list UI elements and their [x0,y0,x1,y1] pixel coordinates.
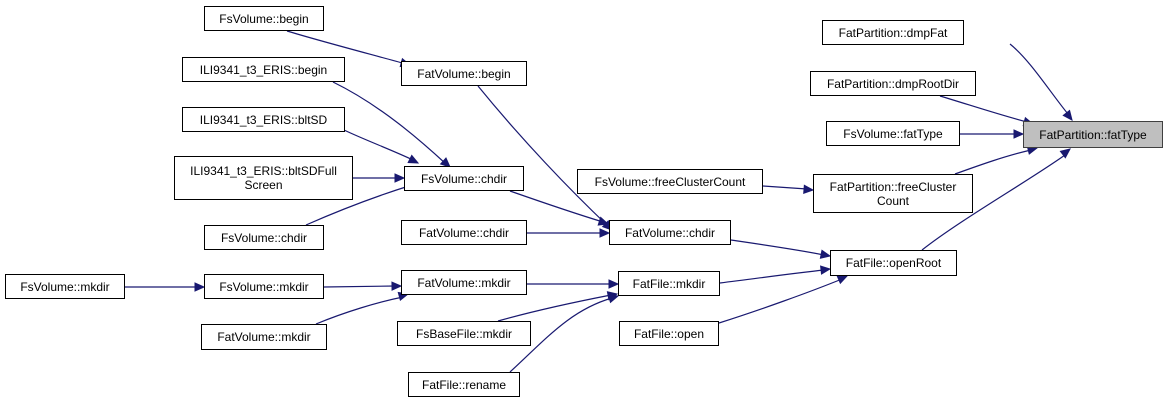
arrowhead-fs-mkdir-left-to-fs-mkdir [194,282,206,292]
node-fatvolume-mkdir-left[interactable]: FatVolume::mkdir [201,324,327,350]
node-fsvolume-freeclustercount[interactable]: FsVolume::freeClusterCount [577,169,763,194]
edge-fs-freecluster-to-fp-freecluster [762,185,808,190]
node-fsbasefile-mkdir[interactable]: FsBaseFile::mkdir [397,321,531,346]
node-fsvolume-begin[interactable]: FsVolume::begin [204,6,324,31]
node-fatpartition-fattype: FatPartition::fatType [1023,121,1163,148]
node-fatfile-rename[interactable]: FatFile::rename [408,372,520,397]
edge-ili-begin-to-fs-chdir [332,81,447,165]
arrowhead-ili-bltsd-to-fs-chdir [407,154,420,164]
node-fatvolume-mkdir-mid[interactable]: FatVolume::mkdir [401,270,527,295]
edge-fatvol-mkdir-left-to-fatvol-mkdir [315,296,404,325]
edge-fatfile-openroot-to-fp-fattype [921,154,1066,251]
edge-fs-chdir-left-to-fs-chdir [305,184,413,226]
edge-fp-freecluster-to-fp-fattype [954,149,1032,175]
node-fatfile-open[interactable]: FatFile::open [619,321,719,346]
node-ili9341-bltsdfullscreen[interactable]: ILI9341_t3_ERIS::bltSDFull Screen [174,156,353,200]
node-fatpartition-dmpfat[interactable]: FatPartition::dmpFat [822,20,964,45]
edge-fs-chdir-mid-to-fatvol-chdir [509,190,604,223]
node-fatpartition-freeclustercount[interactable]: FatPartition::freeCluster Count [813,174,973,213]
node-fsvolume-chdir-mid[interactable]: FsVolume::chdir [404,166,524,191]
arrowhead-fs-freecluster-to-fp-freecluster [803,184,815,194]
arrowhead-fp-dmpfat-to-fp-fattype [1062,109,1073,121]
node-fatvolume-chdir[interactable]: FatVolume::chdir [609,220,731,245]
node-fsvolume-fattype[interactable]: FsVolume::fatType [826,121,960,146]
node-fsvolume-mkdir-mid[interactable]: FsVolume::mkdir [204,274,324,299]
node-ili9341-begin[interactable]: ILI9341_t3_ERIS::begin [182,57,345,82]
arrowhead-fs-chdir-mid-to-fatvol-chdir [597,216,610,226]
node-fatvolume-chdir-left[interactable]: FatVolume::chdir [401,220,527,245]
edge-fsbase-mkdir-to-fatfile-mkdir [497,294,612,322]
node-fatvolume-begin[interactable]: FatVolume::begin [401,61,527,86]
node-fsvolume-chdir-left[interactable]: FsVolume::chdir [204,225,324,250]
edge-fatfile-open-to-fatfile-openroot [718,278,843,324]
arrowhead-fatfile-mkdir-to-fatfile-openroot [820,265,832,275]
edge-fs-mkdir-mid-to-fatvol-mkdir [323,285,396,288]
arrowhead-fatfile-openroot-to-fp-fattype [1059,148,1071,159]
node-fatpartition-dmprootdir[interactable]: FatPartition::dmpRootDir [810,71,976,96]
edge-fs_begin-to-fatvol-begin [286,30,407,65]
arrowhead-ili-begin-to-fs-chdir [439,157,451,168]
edge-fatvol-begin-to-fatvol-chdir [477,85,609,227]
arrowhead-fatvol-chdir-left-to-fatvol-chdir [599,228,611,238]
node-fatfile-mkdir[interactable]: FatFile::mkdir [618,271,720,296]
node-fatfile-openroot[interactable]: FatFile::openRoot [830,250,957,276]
arrowhead-ili-bltsdfull-to-fs-chdir [394,173,406,183]
arrowhead-fatfile-rename-to-fatfile-mkdir [607,294,620,304]
arrowhead-fatvol-mkdir-mid-to-fatfile-mkdir [608,279,620,289]
edge-fatfile-mkdir-to-fatfile-openroot [719,269,825,284]
node-fsvolume-mkdir-left[interactable]: FsVolume::mkdir [5,274,125,299]
edge-fatvol-chdir-to-fatfile-openroot [730,239,825,256]
edge-fp-dmproot-to-fp-fattype [939,95,1028,123]
edge-ili-bltsd-to-fs-chdir [343,129,414,161]
edge-fatfile-rename-to-fatfile-mkdir [509,297,613,373]
arrowhead-fs-fattype-to-fp-fattype [1013,129,1025,139]
edge-fp-dmpfat-to-fp-fattype [1009,43,1069,115]
node-ili9341-bltsd[interactable]: ILI9341_t3_ERIS::bltSD [182,107,345,132]
arrowhead-fatvol-chdir-to-fatfile-openroot [819,249,832,259]
arrowhead-fs-mkdir-mid-to-fatvol-mkdir [391,281,403,291]
